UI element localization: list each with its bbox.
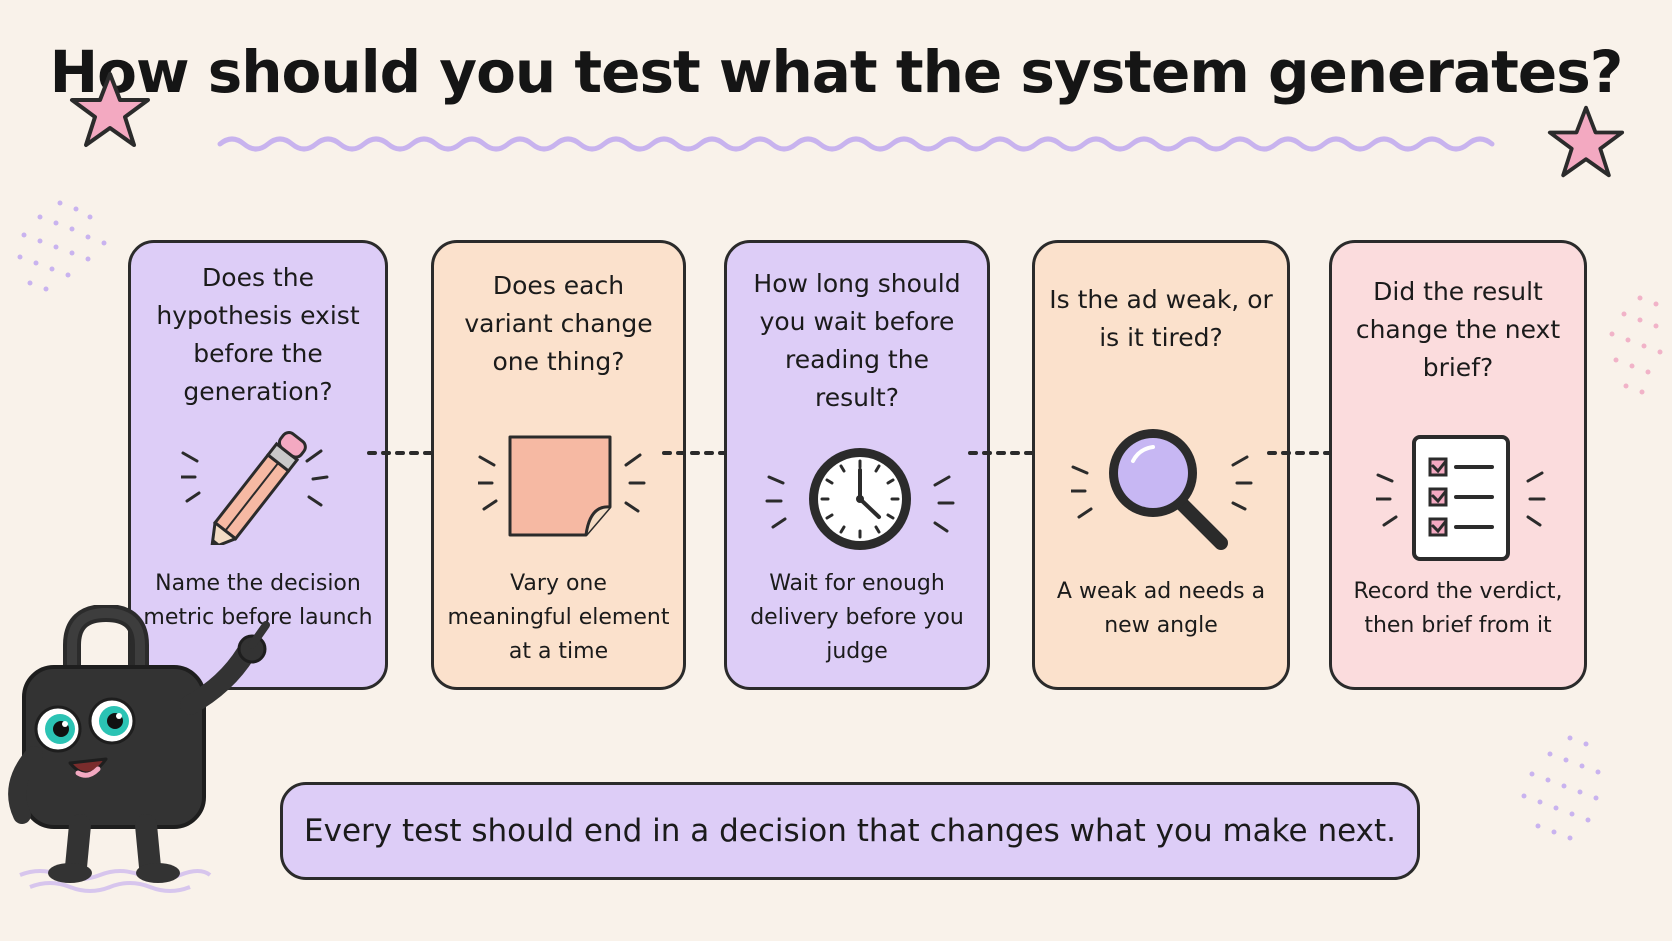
- sticky-note-icon: [478, 435, 646, 537]
- checklist-icon: [1376, 435, 1546, 561]
- star-icon: [70, 72, 150, 147]
- takeaway-text: Every test should end in a decision that…: [304, 813, 1396, 849]
- step-detail: A weak ad needs a new angle: [1056, 579, 1266, 638]
- step-detail: Name the decision metric before launch: [143, 571, 373, 630]
- pencil-icon: [181, 431, 329, 545]
- step-question: Does the hypothesis exist before the gen…: [156, 263, 360, 406]
- dot-pattern: [1521, 735, 1601, 841]
- step-question: Does each variant change one thing?: [464, 271, 653, 376]
- magnifier-icon: [1071, 429, 1253, 550]
- step-question: How long should you wait before reading …: [753, 269, 961, 412]
- star-icon: [1547, 105, 1625, 178]
- page-title: How should you test what the system gene…: [49, 38, 1624, 106]
- step-card-next-brief: Did the result change the next brief? Re…: [1329, 240, 1587, 690]
- clock-icon: [765, 448, 955, 550]
- step-question: Is the ad weak, or is it tired?: [1049, 285, 1273, 352]
- takeaway-banner: Every test should end in a decision that…: [280, 782, 1420, 880]
- dot-pattern: [17, 200, 107, 292]
- title-underline-squiggle: [217, 136, 1495, 152]
- step-question: Did the result change the next brief?: [1355, 277, 1561, 382]
- step-detail: Wait for enough delivery before you judg…: [750, 571, 964, 664]
- dot-pattern: [1609, 295, 1663, 395]
- step-detail: Record the verdict, then brief from it: [1353, 579, 1563, 638]
- step-card-variant: Does each variant change one thing? Vary…: [431, 240, 686, 690]
- step-card-weak-or-tired: Is the ad weak, or is it tired? A weak a…: [1032, 240, 1290, 690]
- step-detail: Vary one meaningful element at a time: [447, 571, 670, 664]
- step-card-wait: How long should you wait before reading …: [724, 240, 990, 690]
- padlock-mascot: [8, 605, 270, 893]
- step-card-hypothesis: Does the hypothesis exist before the gen…: [128, 240, 388, 690]
